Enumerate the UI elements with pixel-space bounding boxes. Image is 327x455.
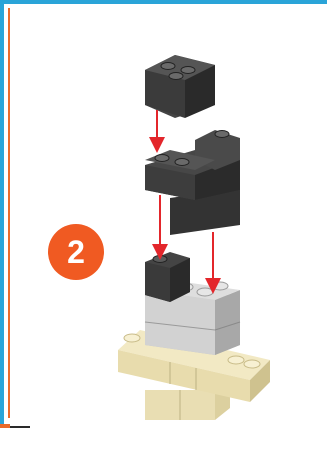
dark-top-brick xyxy=(145,55,215,118)
dark-small-brick xyxy=(145,252,190,302)
